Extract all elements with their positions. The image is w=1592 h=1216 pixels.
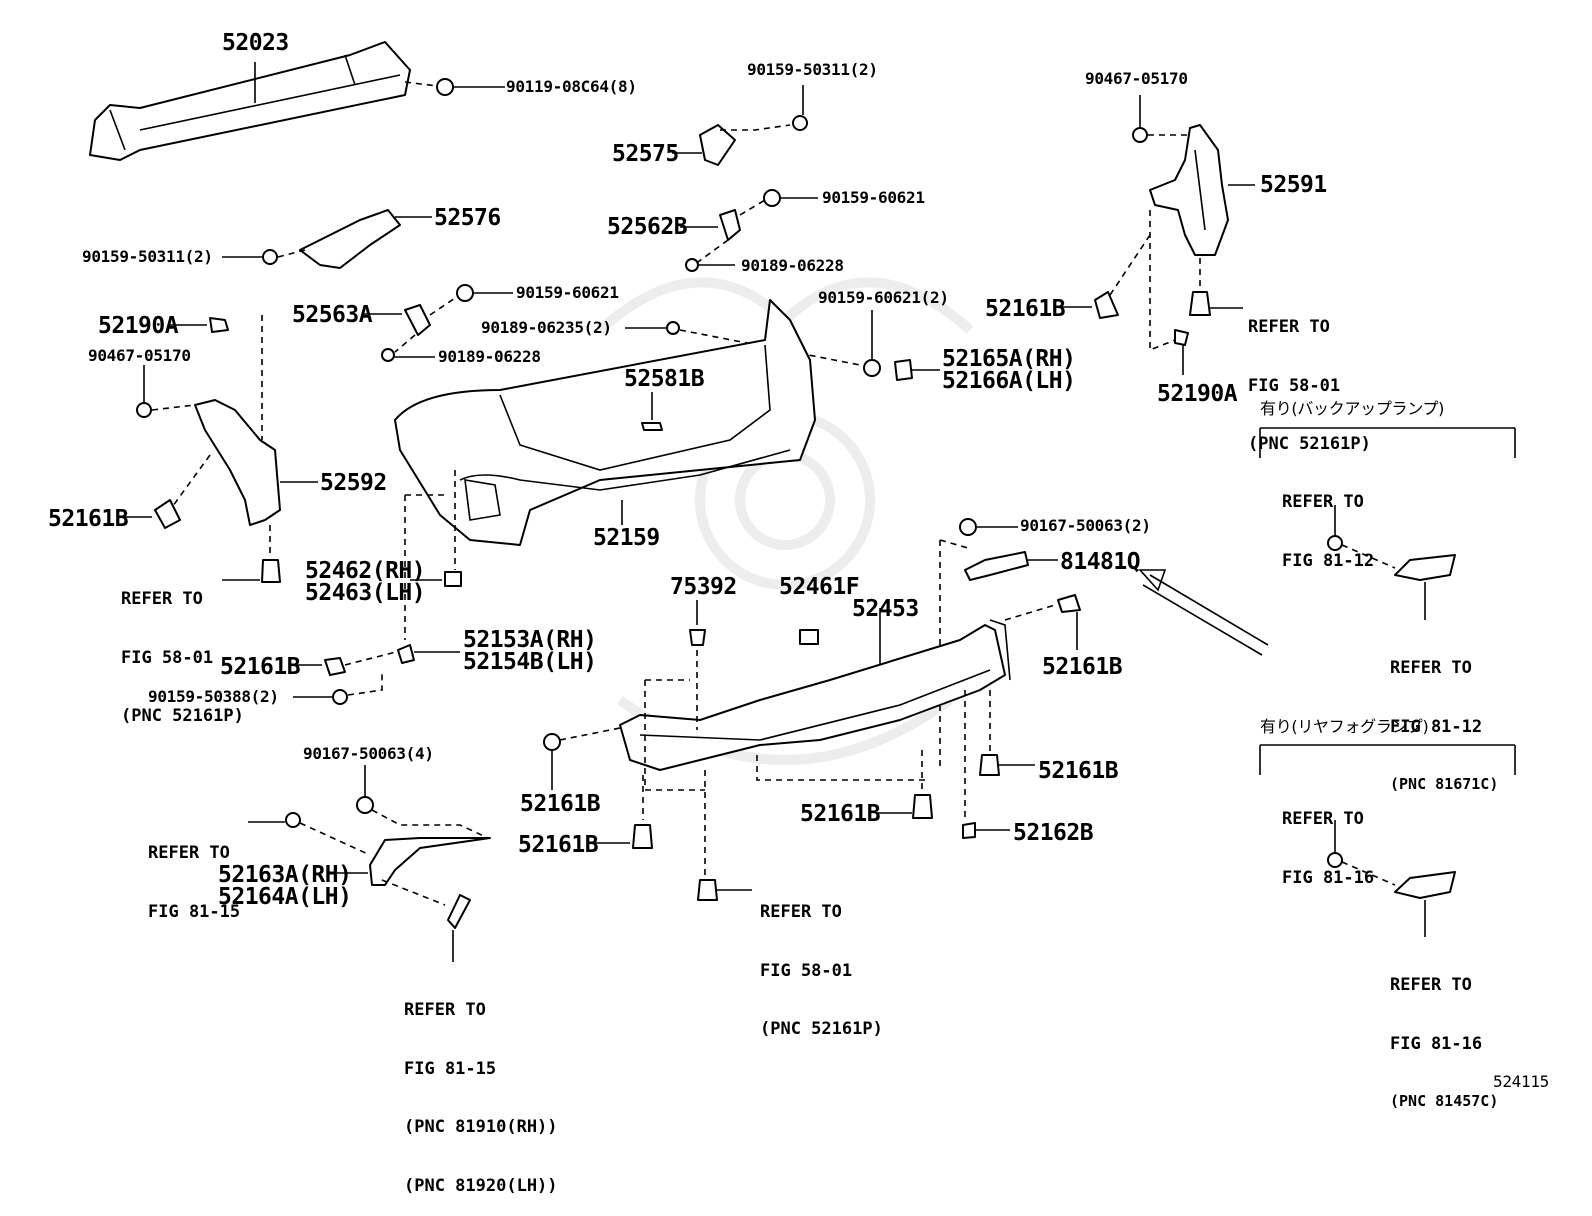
label-52462: 52462(RH) [305, 558, 426, 584]
label-52190A-left: 52190A [98, 313, 179, 339]
parts-diagram [89, 41, 1516, 962]
label-90467-left: 90467-05170 [88, 346, 191, 365]
label-81481Q: 81481Q [1060, 549, 1141, 575]
label-52161B-left: 52161B [48, 506, 129, 532]
label-90467-top: 90467-05170 [1085, 69, 1188, 88]
label-90167-50063-4: 90167-50063(4) [303, 744, 434, 763]
refer-line: FIG 81-12 [1390, 716, 1483, 737]
refer-line: FIG 81-16 [1282, 867, 1375, 888]
label-90159-50311-top: 90159-50311(2) [747, 60, 878, 79]
refer-line: FIG 81-15 [404, 1058, 497, 1079]
refer-line: REFER TO [1248, 317, 1330, 338]
refer-81-15-b: REFER TO FIG 81-15 (PNC 81910(RH)) (PNC … [404, 962, 558, 1216]
label-52575: 52575 [612, 141, 679, 167]
label-52163A: 52163A(RH) [218, 862, 352, 888]
diagram-code: 524115 [1493, 1072, 1549, 1091]
label-90159-60621-b: 90159-60621 [516, 283, 619, 302]
refer-line: (PNC 81920(LH)) [404, 1176, 558, 1197]
label-52592: 52592 [320, 470, 387, 496]
label-52576: 52576 [434, 205, 501, 231]
label-75392: 75392 [670, 574, 737, 600]
bumper-cover-52159 [394, 299, 816, 546]
label-52581B: 52581B [624, 366, 705, 392]
label-52463: 52463(LH) [305, 580, 426, 606]
refer-line: FIG 81-12 [1282, 550, 1375, 571]
label-90159-50388: 90159-50388(2) [148, 687, 279, 706]
refer-line: REFER TO [1282, 492, 1364, 513]
label-52159: 52159 [593, 525, 660, 551]
refer-line: REFER TO [1390, 658, 1472, 679]
refer-line: (PNC 52161P) [121, 706, 244, 727]
refer-line: REFER TO [148, 843, 230, 864]
label-52153A: 52153A(RH) [463, 627, 597, 653]
label-52161B-bottom-mid: 52161B [800, 801, 881, 827]
label-52154B: 52154B(LH) [463, 649, 597, 675]
refer-line: FIG 58-01 [760, 960, 853, 981]
label-90189-06235: 90189-06235(2) [481, 318, 612, 337]
label-52461F: 52461F [779, 574, 860, 600]
label-52165A: 52165A(RH) [942, 346, 1076, 372]
label-52161B-mid-left: 52161B [220, 654, 301, 680]
refer-81-16-a: REFER TO FIG 81-16 [1282, 771, 1374, 908]
refer-line: REFER TO [1282, 809, 1364, 830]
label-52162B: 52162B [1013, 820, 1094, 846]
refer-line: FIG 58-01 [1248, 375, 1341, 396]
refer-line: REFER TO [1390, 975, 1472, 996]
refer-58-01-right: REFER TO FIG 58-01 (PNC 52161P) [1248, 279, 1371, 474]
label-52190A-right: 52190A [1157, 381, 1238, 407]
refer-line: (PNC 81910(RH)) [404, 1117, 558, 1138]
label-90159-60621-a: 90159-60621 [822, 188, 925, 207]
refer-line: (PNC 81671C) [1390, 775, 1499, 794]
label-52161B-right-mid: 52161B [1042, 654, 1123, 680]
label-52161B-right-low: 52161B [1038, 758, 1119, 784]
lower-cover-52453 [619, 619, 1011, 771]
label-52591: 52591 [1260, 172, 1327, 198]
refer-81-16-b: REFER TO FIG 81-16 (PNC 81457C) [1390, 937, 1498, 1130]
label-52161B-bottom-left: 52161B [518, 832, 599, 858]
refer-line: FIG 58-01 [121, 647, 214, 668]
label-52166A: 52166A(LH) [942, 368, 1076, 394]
refer-line: (PNC 81457C) [1390, 1092, 1499, 1111]
refer-line: REFER TO [121, 589, 203, 610]
option-header-backup-lamp: 有り(バックアップランプ) [1260, 399, 1445, 418]
label-52453: 52453 [852, 596, 919, 622]
refer-line: FIG 81-15 [148, 901, 241, 922]
label-90159-50311-left: 90159-50311(2) [82, 247, 213, 266]
refer-58-01-left: REFER TO FIG 58-01 (PNC 52161P) [121, 551, 244, 746]
refer-line: FIG 81-16 [1390, 1033, 1483, 1054]
label-90189-06228-b: 90189-06228 [438, 347, 541, 366]
refer-58-01-bottom: REFER TO FIG 58-01 (PNC 52161P) [760, 864, 883, 1059]
refer-81-12-a: REFER TO FIG 81-12 [1282, 454, 1374, 591]
label-90189-06228-a: 90189-06228 [741, 256, 844, 275]
label-90119: 90119-08C64(8) [506, 77, 637, 96]
option-header-rear-fog-lamp: 有り(リヤフォグランプ) [1260, 717, 1429, 736]
reinforcement-beam-52023 [89, 41, 411, 161]
refer-line: (PNC 52161P) [1248, 434, 1371, 455]
refer-line: REFER TO [404, 1000, 486, 1021]
label-52023: 52023 [222, 30, 289, 56]
label-52164A: 52164A(LH) [218, 884, 352, 910]
refer-line: (PNC 52161P) [760, 1019, 883, 1040]
label-52562B: 52562B [607, 214, 688, 240]
label-52161B-bl: 52161B [520, 791, 601, 817]
label-90167-50063-2: 90167-50063(2) [1020, 516, 1151, 535]
refer-81-15-a: REFER TO FIG 81-15 [148, 805, 240, 942]
label-52563A: 52563A [292, 302, 373, 328]
refer-81-12-b: REFER TO FIG 81-12 (PNC 81671C) [1390, 620, 1498, 813]
label-90159-60621-2: 90159-60621(2) [818, 288, 949, 307]
label-52161B-right-top: 52161B [985, 296, 1066, 322]
refer-line: REFER TO [760, 902, 842, 923]
